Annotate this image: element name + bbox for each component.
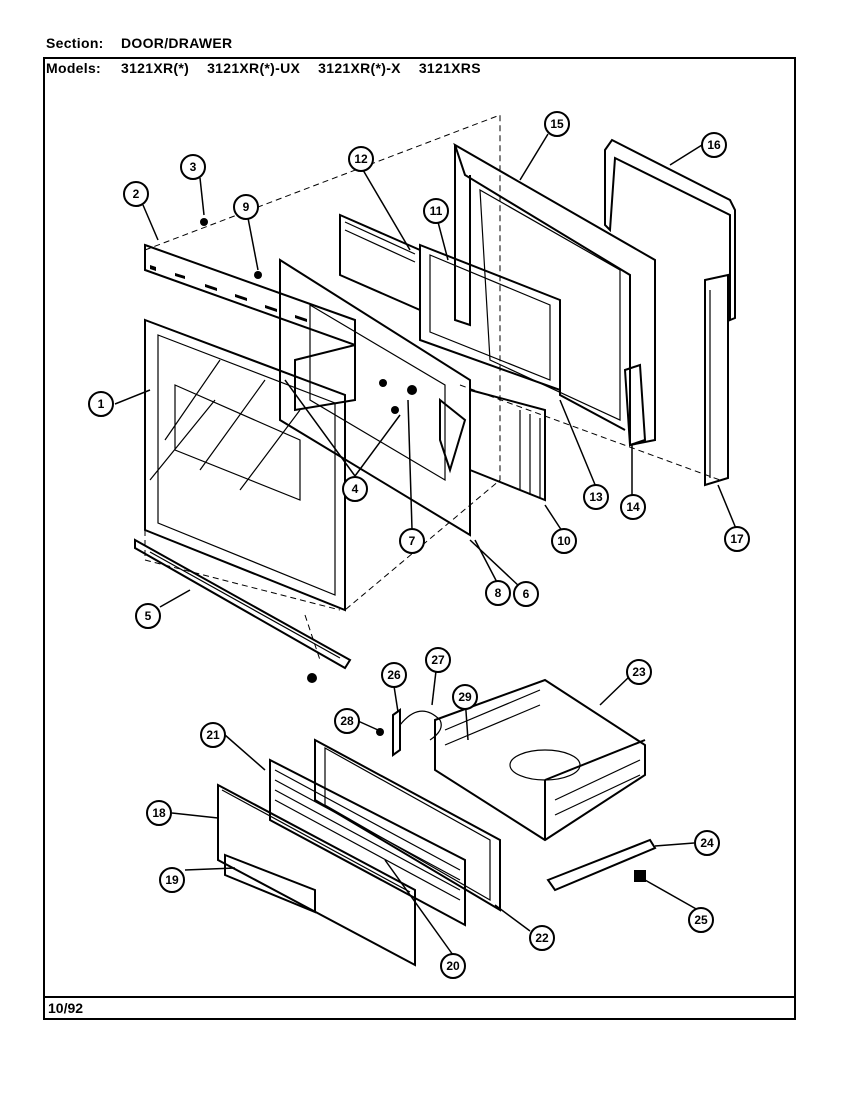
model-4: 3121XRS (418, 60, 481, 76)
svg-text:24: 24 (700, 836, 714, 850)
callout-4: 4 (342, 476, 368, 502)
callout-5: 5 (135, 603, 161, 629)
models-line: Models: 3121XR(*) 3121XR(*)-UX 3121XR(*)-X 3… (46, 60, 503, 76)
svg-text:29: 29 (458, 690, 472, 704)
svg-text:6: 6 (523, 587, 530, 601)
door-bottom-trim (134, 538, 352, 683)
callout-3: 3 (180, 154, 206, 180)
section-line: Section: DOOR/DRAWER (46, 35, 232, 51)
svg-text:16: 16 (707, 138, 721, 152)
door-gasket (604, 138, 736, 322)
callout-13: 13 (583, 484, 609, 510)
callout-11: 11 (423, 198, 449, 224)
callout-14: 14 (620, 494, 646, 520)
svg-text:21: 21 (206, 728, 220, 742)
callout-26: 26 (381, 662, 407, 688)
svg-text:11: 11 (430, 204, 443, 218)
svg-text:13: 13 (589, 490, 603, 504)
callout-21: 21 (200, 722, 226, 748)
callout-12: 12 (348, 146, 374, 172)
callout-24: 24 (694, 830, 720, 856)
drawer-body (434, 678, 646, 842)
callout-2: 2 (123, 181, 149, 207)
svg-text:10: 10 (557, 534, 571, 548)
model-3: 3121XR(*)-X (318, 60, 401, 76)
svg-text:25: 25 (694, 913, 708, 927)
callout-19: 19 (159, 867, 185, 893)
inner-door-frame (453, 142, 656, 447)
callout-27: 27 (425, 647, 451, 673)
svg-text:15: 15 (550, 117, 564, 131)
svg-text:18: 18 (152, 806, 166, 820)
callout-7: 7 (399, 528, 425, 554)
callout-1: 1 (88, 391, 114, 417)
callout-17: 17 (724, 526, 750, 552)
door-side-vent (704, 273, 729, 487)
door-hinge (623, 363, 647, 447)
drawer-insulation (269, 758, 466, 927)
callout-29: 29 (452, 684, 478, 710)
svg-text:28: 28 (340, 714, 354, 728)
door-top-trim (144, 243, 356, 347)
callout-28: 28 (334, 708, 360, 734)
screws (200, 218, 417, 414)
svg-text:19: 19 (165, 873, 179, 887)
svg-text:1: 1 (98, 397, 105, 411)
svg-text:14: 14 (626, 500, 640, 514)
svg-text:22: 22 (535, 931, 549, 945)
diagram-frame (43, 57, 796, 1020)
callout-8: 8 (485, 580, 511, 606)
drawer-liner (314, 738, 501, 912)
svg-text:27: 27 (431, 653, 445, 667)
section-label: Section: (46, 35, 104, 51)
callout-15: 15 (544, 111, 570, 137)
models-label: Models: (46, 60, 101, 76)
callout-22: 22 (529, 925, 555, 951)
model-2: 3121XR(*)-UX (207, 60, 301, 76)
svg-text:17: 17 (730, 532, 744, 546)
model-1: 3121XR(*) (121, 60, 190, 76)
svg-text:2: 2 (133, 187, 140, 201)
door-inner-liner (279, 258, 471, 537)
svg-text:5: 5 (145, 609, 152, 623)
svg-text:7: 7 (409, 534, 416, 548)
callout-9: 9 (233, 194, 259, 220)
assembly-guide-lines (144, 114, 721, 661)
footer-divider (43, 996, 796, 998)
callout-6: 6 (513, 581, 539, 607)
insulation-and-glass (339, 213, 561, 502)
callout-20: 20 (440, 953, 466, 979)
callout-25: 25 (688, 907, 714, 933)
svg-text:4: 4 (352, 482, 359, 496)
drawer-glide (634, 870, 646, 882)
revision-date: 10/92 (48, 1000, 84, 1016)
callout-16: 16 (701, 132, 727, 158)
svg-text:8: 8 (495, 586, 502, 600)
drawer-switch (376, 708, 442, 757)
callout-18: 18 (146, 800, 172, 826)
svg-text:12: 12 (354, 152, 368, 166)
svg-text:26: 26 (387, 668, 401, 682)
callout-23: 23 (626, 659, 652, 685)
leader-lines (114, 133, 738, 956)
svg-text:20: 20 (446, 959, 460, 973)
drawer-front-panel (217, 783, 416, 967)
callout-10: 10 (551, 528, 577, 554)
drawer-slide (546, 838, 657, 892)
svg-text:9: 9 (243, 200, 250, 214)
section-value: DOOR/DRAWER (121, 35, 233, 51)
svg-text:3: 3 (190, 160, 197, 174)
svg-text:23: 23 (632, 665, 646, 679)
door-outer-panel (144, 318, 346, 612)
